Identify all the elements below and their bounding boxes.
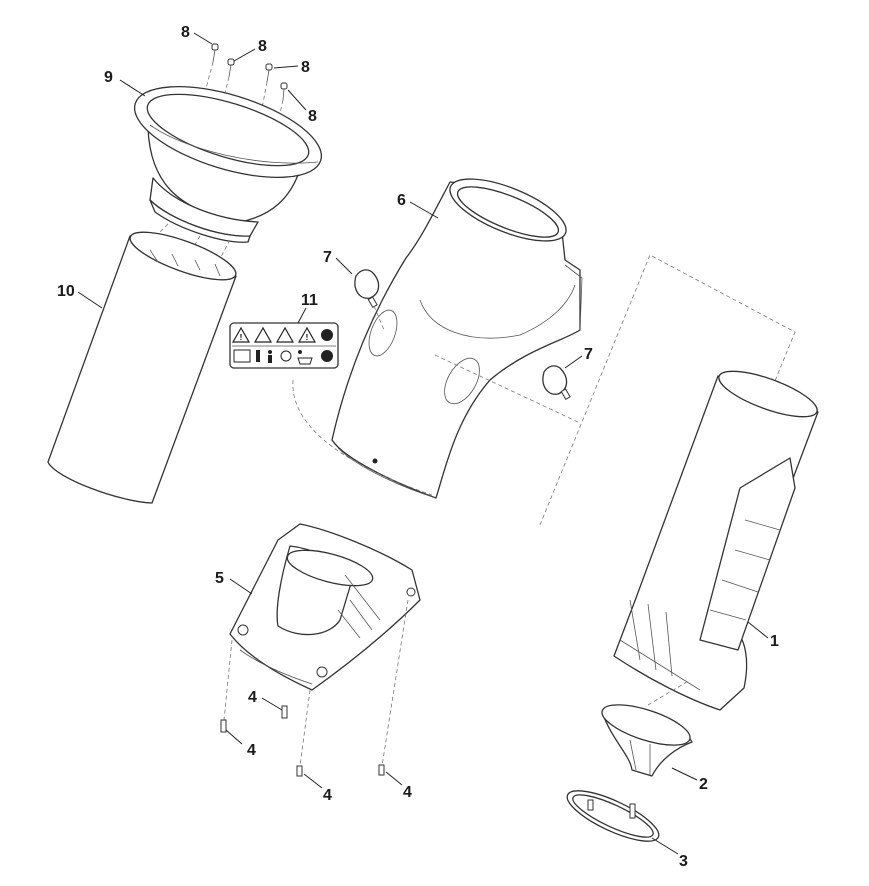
callout-4c: 4 (323, 787, 332, 804)
callout-10: 10 (57, 283, 75, 300)
screw-8d (280, 82, 288, 101)
callout-numbers: 8 8 8 8 9 10 11 6 7 7 5 1 2 3 4 4 4 4 (57, 24, 779, 870)
knob-7b (542, 365, 571, 401)
upper-housing-6 (292, 178, 796, 526)
funnel-hopper-9 (133, 86, 323, 269)
screw-8b (227, 58, 235, 78)
warning-label-11: ! ! (229, 322, 339, 369)
callout-8d: 8 (308, 108, 317, 125)
eye-protection-icon (321, 329, 333, 341)
nozzle-2 (601, 679, 693, 777)
svg-text:!: ! (240, 333, 243, 342)
knob-7a (354, 269, 385, 331)
callout-9: 9 (104, 69, 113, 86)
callout-7a: 7 (323, 249, 332, 266)
ring-3 (566, 790, 660, 842)
tube-10 (47, 231, 237, 504)
callout-3: 3 (679, 853, 688, 870)
callout-4b: 4 (247, 742, 256, 759)
safety-pictogram-icons (233, 349, 333, 365)
callout-8c: 8 (301, 59, 310, 76)
callout-6: 6 (397, 192, 406, 209)
screw-group-4 (220, 705, 385, 777)
warning-triangle-icon: ! ! (231, 326, 317, 343)
callout-4a: 4 (248, 689, 257, 706)
svg-text:!: ! (306, 333, 309, 342)
lower-housing-1 (613, 370, 819, 711)
screw-8c (265, 63, 273, 83)
callout-2: 2 (699, 776, 708, 793)
callout-1: 1 (770, 633, 779, 650)
callout-5: 5 (215, 570, 224, 587)
callout-7b: 7 (584, 346, 593, 363)
callout-8b: 8 (258, 38, 267, 55)
callout-4d: 4 (403, 784, 412, 801)
base-plate-5 (223, 523, 421, 767)
screw-8a (211, 43, 219, 63)
leader-lines (77, 32, 769, 855)
callout-8a: 8 (181, 24, 190, 41)
callout-11: 11 (301, 292, 318, 309)
